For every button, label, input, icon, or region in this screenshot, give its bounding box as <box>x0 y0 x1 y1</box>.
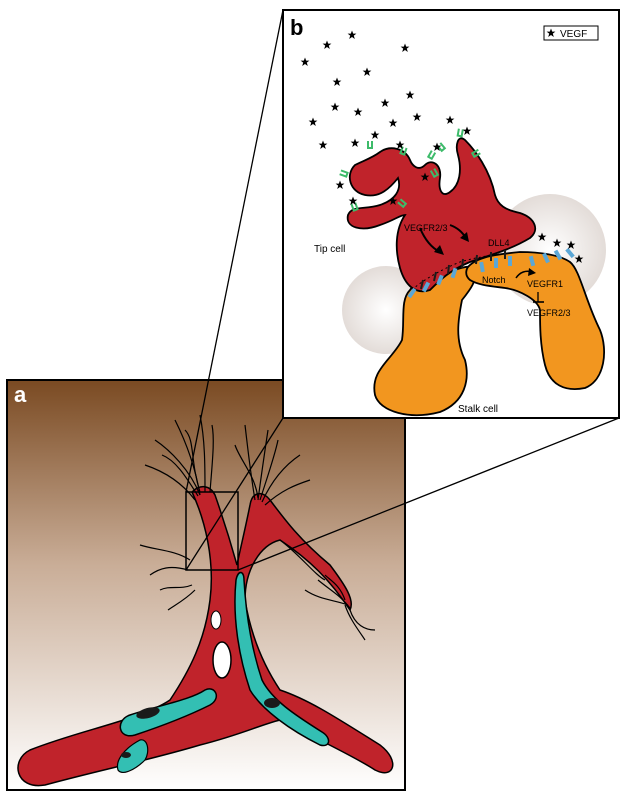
panel-a: a <box>7 380 405 790</box>
panel-b: b VEGF <box>283 10 619 418</box>
dll4-label: DLL4 <box>488 238 510 248</box>
panel-a-label: a <box>14 382 27 407</box>
pericyte-nucleus <box>264 698 280 708</box>
vessel-lumen-hole-small <box>211 611 221 629</box>
notch-label: Notch <box>482 275 506 285</box>
vessel-lumen-hole <box>213 642 231 678</box>
tip-cell-label: Tip cell <box>314 244 345 255</box>
vegfr1-label: VEGFR1 <box>527 279 563 289</box>
vegfr23-tip-label: VEGFR2/3 <box>404 223 448 233</box>
stalk-cell-label: Stalk cell <box>458 404 498 415</box>
panel-b-label: b <box>290 15 303 40</box>
legend: VEGF <box>544 26 598 40</box>
vegfr23-stalk-label: VEGFR2/3 <box>527 308 571 318</box>
legend-vegf-label: VEGF <box>560 29 587 40</box>
pericyte-nucleus <box>121 752 131 758</box>
